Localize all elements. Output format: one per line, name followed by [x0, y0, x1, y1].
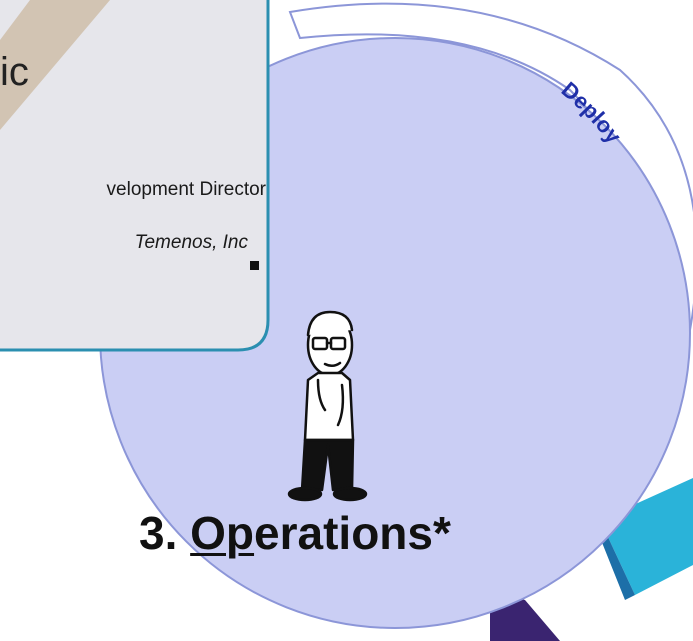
stage-title: 3. Operations*: [139, 508, 451, 558]
stage-title-suffix: erations*: [254, 507, 451, 559]
stage-title-underlined: Op: [190, 507, 255, 559]
speaker-role: velopment Director: [106, 179, 266, 200]
speaker-name-fragment: ic: [0, 50, 29, 94]
company-period-mark: [250, 261, 259, 270]
accent-cyan-shape: [600, 478, 693, 595]
card-corner-stripe: [0, 0, 110, 130]
cartoon-man-icon: [287, 310, 368, 502]
stage-title-prefix: 3.: [139, 507, 191, 559]
speaker-company: Temenos, Inc: [134, 232, 248, 253]
speaker-card: [0, 0, 270, 352]
